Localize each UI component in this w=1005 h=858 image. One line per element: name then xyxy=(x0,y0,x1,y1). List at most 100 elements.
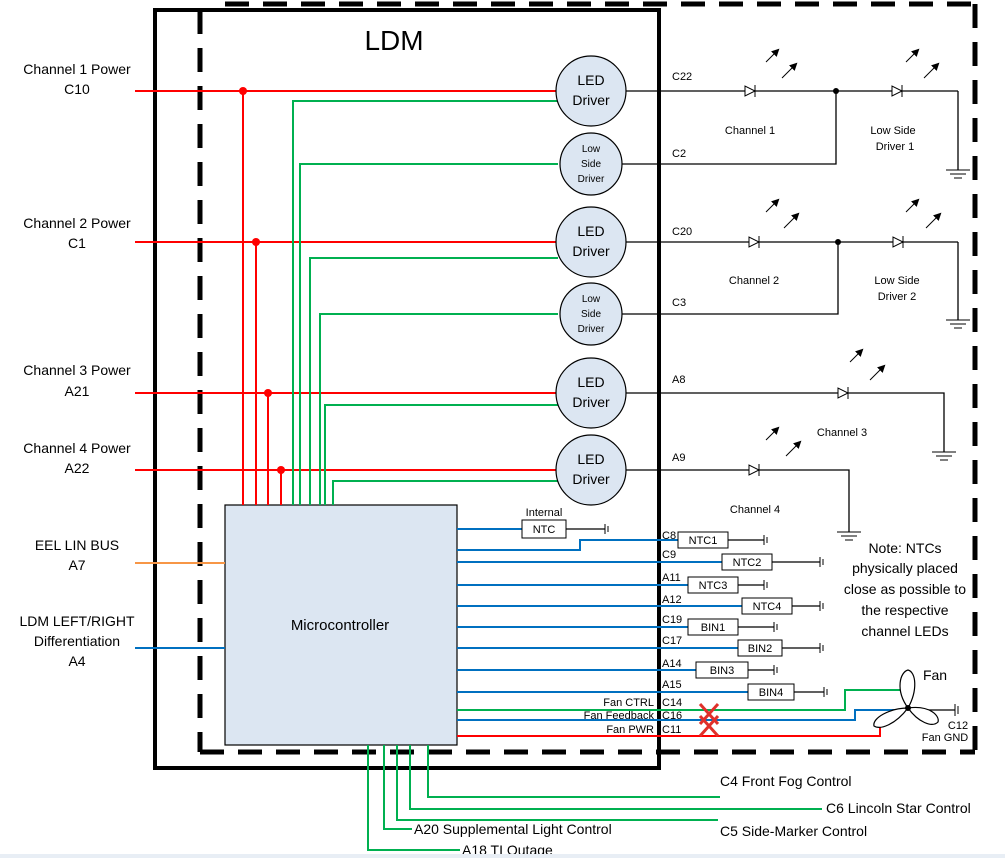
microcontroller-label: Microcontroller xyxy=(291,617,389,634)
fan-label: Fan xyxy=(923,667,947,683)
ntc-note: Note: NTCs physically placed close as po… xyxy=(844,540,966,639)
control-output-wires xyxy=(367,745,822,851)
svg-text:A15: A15 xyxy=(662,679,682,691)
svg-text:Side: Side xyxy=(581,159,601,170)
svg-text:Driver: Driver xyxy=(578,174,605,185)
svg-text:close as possible to: close as possible to xyxy=(844,581,966,597)
ch2-power-label: Channel 2 Power xyxy=(23,215,131,231)
low-side-driver-1: Low Side Driver xyxy=(559,132,623,196)
low-side-driver-2: Low Side Driver xyxy=(559,282,623,346)
microcontroller-box xyxy=(224,504,458,746)
led-diodes xyxy=(744,85,905,476)
ch4-pin-label: A22 xyxy=(65,460,90,476)
ch4-power-label: Channel 4 Power xyxy=(23,440,131,456)
svg-text:LED: LED xyxy=(577,223,604,239)
svg-text:C16: C16 xyxy=(662,710,682,722)
ntc4-label: NTC4 xyxy=(753,601,782,613)
ntc2-label: NTC2 xyxy=(733,557,762,569)
c6-lincoln-star-label: C6 Lincoln Star Control xyxy=(826,800,971,816)
svg-text:LED: LED xyxy=(577,374,604,390)
lin-bus-label: EEL LIN BUS xyxy=(35,537,119,553)
diff-pin-label: A4 xyxy=(68,653,85,669)
svg-text:Driver: Driver xyxy=(578,324,605,335)
low-side-driver-2-label-a: Low Side xyxy=(874,275,919,287)
ntc1-label: NTC1 xyxy=(689,535,718,547)
svg-text:A14: A14 xyxy=(662,658,682,670)
svg-text:Note: NTCs: Note: NTCs xyxy=(868,540,941,556)
svg-text:A11: A11 xyxy=(662,572,681,584)
input-labels: Channel 1 Power C10 Channel 2 Power C1 C… xyxy=(19,61,135,669)
sensor-pin-labels: C8 C9 A11 A12 C19 C17 A14 A15 xyxy=(662,530,682,691)
channel-3-label: Channel 3 xyxy=(817,427,867,439)
c5-side-marker-label: C5 Side-Marker Control xyxy=(720,823,867,839)
svg-text:Low: Low xyxy=(582,144,601,155)
diff-label-1: LDM LEFT/RIGHT xyxy=(19,613,135,629)
fan-pwr-label: Fan PWR xyxy=(606,724,654,736)
ch1-pin-label: C10 xyxy=(64,81,90,97)
svg-text:C2: C2 xyxy=(672,148,686,160)
bin1-label: BIN1 xyxy=(701,622,725,634)
svg-text:C3: C3 xyxy=(672,297,686,309)
bin2-label: BIN2 xyxy=(748,643,772,655)
ground-symbols xyxy=(837,169,970,541)
led-driver-2: LED Driver xyxy=(555,206,627,278)
svg-text:physically placed: physically placed xyxy=(852,560,958,576)
a20-supplemental-label: A20 Supplemental Light Control xyxy=(414,821,612,837)
sensor-boxes: NTC Internal NTC1 NTC2 NTC3 NTC4 BIN1 BI… xyxy=(521,507,828,701)
svg-text:C19: C19 xyxy=(662,614,682,626)
housing-outline xyxy=(197,1,978,755)
fan-feedback-label: Fan Feedback xyxy=(584,710,655,722)
svg-text:channel LEDs: channel LEDs xyxy=(861,623,948,639)
svg-text:C9: C9 xyxy=(662,549,676,561)
low-side-driver-1-label-b: Driver 1 xyxy=(876,141,915,153)
ntc-internal-caption: Internal xyxy=(526,507,563,519)
low-side-driver-2-label-b: Driver 2 xyxy=(878,291,917,303)
fan-gnd-label: Fan GND xyxy=(922,732,969,744)
ldm-box xyxy=(153,8,661,770)
svg-text:A8: A8 xyxy=(672,374,685,386)
svg-text:Driver: Driver xyxy=(572,243,610,259)
lin-pin-label: A7 xyxy=(68,557,85,573)
svg-text:C8: C8 xyxy=(662,530,676,542)
svg-text:A12: A12 xyxy=(662,594,682,606)
ch3-pin-label: A21 xyxy=(65,383,90,399)
ch2-pin-label: C1 xyxy=(68,235,86,251)
power-wires xyxy=(135,87,558,505)
ntc-internal-box-label: NTC xyxy=(533,524,556,536)
led-driver-1: LED Driver xyxy=(555,55,627,127)
svg-text:Driver: Driver xyxy=(572,92,610,108)
svg-text:C17: C17 xyxy=(662,635,682,647)
emission-arrows xyxy=(765,48,942,457)
sensor-wires xyxy=(457,528,748,693)
svg-text:the respective: the respective xyxy=(861,602,948,618)
cross-marker-icon xyxy=(698,702,720,738)
svg-text:C20: C20 xyxy=(672,226,692,238)
channel-labels: Channel 1 Low Side Driver 1 Channel 2 Lo… xyxy=(725,125,920,516)
fan-c12-label: C12 xyxy=(948,720,968,732)
channel-1-label: Channel 1 xyxy=(725,125,775,137)
fan-ctrl-label: Fan CTRL xyxy=(603,697,654,709)
ldm-title: LDM xyxy=(364,25,423,56)
control-output-labels: C4 Front Fog Control C6 Lincoln Star Con… xyxy=(414,773,971,858)
c4-front-fog-label: C4 Front Fog Control xyxy=(720,773,852,789)
low-side-driver-1-label-a: Low Side xyxy=(870,125,915,137)
svg-text:Driver: Driver xyxy=(572,471,610,487)
channel-2-label: Channel 2 xyxy=(729,275,779,287)
svg-text:Side: Side xyxy=(581,309,601,320)
ntc3-label: NTC3 xyxy=(699,580,728,592)
svg-text:C22: C22 xyxy=(672,71,692,83)
svg-text:LED: LED xyxy=(577,72,604,88)
svg-text:Low: Low xyxy=(582,294,601,305)
svg-text:C11: C11 xyxy=(662,724,681,736)
ch1-power-label: Channel 1 Power xyxy=(23,61,131,77)
bottom-bar xyxy=(0,854,1005,858)
svg-text:Driver: Driver xyxy=(572,394,610,410)
led-driver-4: LED Driver xyxy=(555,434,627,506)
channel-4-label: Channel 4 xyxy=(730,504,780,516)
fan-pin-labels: Fan CTRL Fan Feedback Fan PWR C14 C16 C1… xyxy=(584,697,683,736)
bin4-label: BIN4 xyxy=(759,687,783,699)
ch3-power-label: Channel 3 Power xyxy=(23,362,131,378)
svg-text:A9: A9 xyxy=(672,452,685,464)
svg-text:LED: LED xyxy=(577,451,604,467)
